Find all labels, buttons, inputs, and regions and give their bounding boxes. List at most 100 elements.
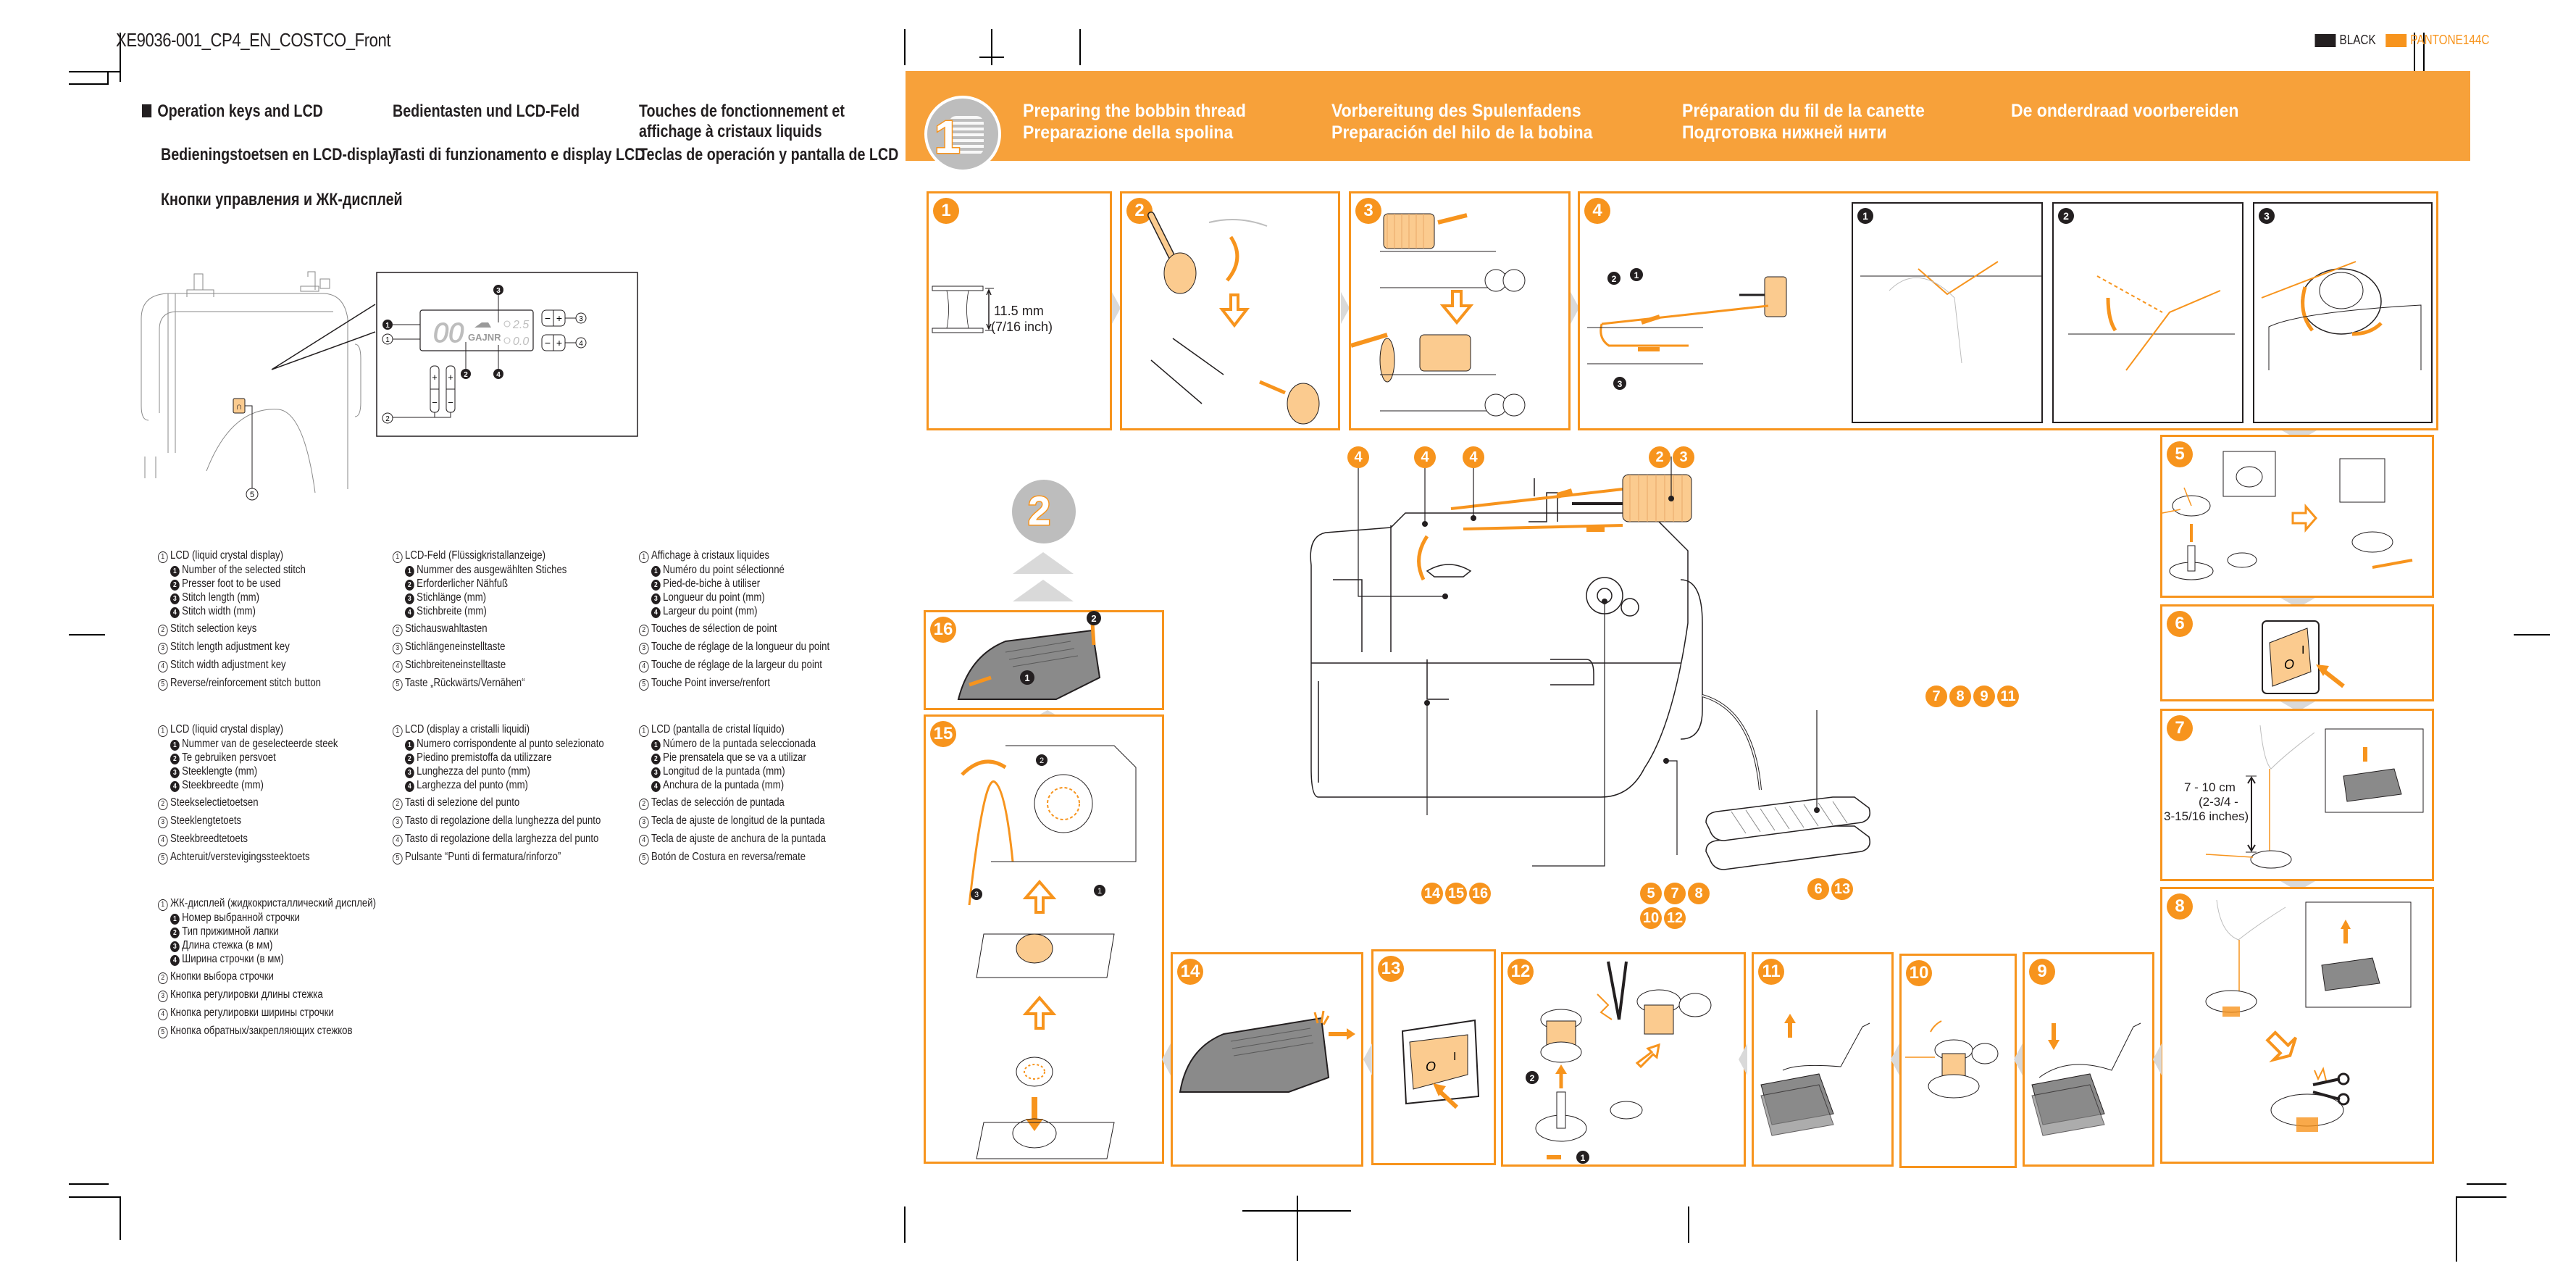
legend-text: Achteruit/verstevigingssteektoets	[170, 851, 310, 863]
heading-nl: Bedieningstoetsen en LCD-display	[161, 145, 396, 164]
circled-number-icon: 5	[158, 853, 168, 864]
circled-number-icon: 2	[158, 625, 168, 636]
crop-mark	[69, 83, 109, 85]
legend-text: Stichlänge (mm)	[417, 591, 487, 604]
dark-number-icon: 1	[651, 740, 661, 751]
legend-text: Teclas de selección de puntada	[651, 796, 785, 809]
step-2-badge: 2	[1126, 198, 1153, 224]
dark-number-icon: 3	[170, 941, 180, 952]
legend-text: Steekselectietoetsen	[170, 796, 259, 809]
hold-thread-press-pedal-illustration	[2205, 725, 2424, 869]
legend-text: Botón de Costura en reversa/remate	[651, 851, 806, 863]
svg-text:2: 2	[1530, 1073, 1535, 1083]
chapter-title-ru: Подготовка нижней нити	[1682, 122, 1887, 143]
svg-text:2: 2	[1091, 613, 1096, 624]
legend-text: Steekbreedte (mm)	[182, 779, 264, 791]
circled-number-icon: 5	[158, 679, 168, 691]
circled-number-icon: 1	[639, 551, 649, 563]
legend-text: Nummer des ausgewählten Stiches	[417, 564, 567, 576]
circled-number-icon: 1	[158, 725, 168, 737]
step-3-panel: 3	[1349, 191, 1571, 430]
legend-text: Steeklengtetoets	[170, 814, 242, 827]
circled-number-icon: 4	[639, 661, 649, 672]
circled-number-icon: 3	[393, 817, 403, 828]
chapter-1-bobbin-icon: 1	[924, 96, 1001, 172]
next-arrow-icon	[1341, 292, 1350, 324]
up-arrow-icon	[1013, 552, 1074, 574]
circled-number-icon: 5	[393, 853, 403, 864]
callout-thread-guide-c: 4	[1463, 446, 1484, 468]
lcd-stitch-number: 00	[433, 318, 464, 349]
legend-text: Tasto di regolazione della larghezza del…	[405, 833, 599, 845]
legend-text: Stichbreite (mm)	[417, 605, 487, 617]
legend-text: Stichauswahltasten	[405, 622, 488, 635]
step-4-panel: 4 2 1 3 1 2 3	[1578, 191, 2438, 430]
remove-spool-cap-illustration	[1147, 212, 1320, 425]
place-bobbin-on-winder-illustration	[2162, 451, 2413, 580]
circled-number-icon: 1	[393, 725, 403, 737]
step-16-panel: 16 2 1	[924, 610, 1164, 710]
pantone-swatch	[2385, 33, 2406, 47]
circled-number-icon: 4	[639, 835, 649, 846]
stitch-width-key[interactable]: − +	[541, 334, 566, 351]
legend-text: Touche de réglage de la largeur du point	[651, 659, 822, 671]
step-8-badge: 8	[2167, 893, 2193, 920]
legend-text: ЖК-дисплей (жидкокристаллический дисплей…	[170, 897, 376, 909]
step-12-panel: 12 2 1	[1501, 952, 1746, 1167]
stitch-selection-key-right[interactable]: + −	[446, 365, 456, 413]
step-14-panel: 14	[1171, 952, 1363, 1167]
dark-number-icon: 3	[405, 767, 414, 778]
prev-arrow-icon	[2153, 1043, 2162, 1075]
black-label: BLACK	[2339, 33, 2376, 47]
dark-number-icon: 2	[405, 754, 414, 764]
step-7-panel: 7 7 - 10 cm (2-3/4 - 3-15/16 inches)	[2160, 709, 2434, 881]
dark-number-icon: 1	[170, 566, 180, 577]
crop-mark	[979, 57, 1004, 58]
dark-number-icon: 4	[405, 781, 414, 792]
lcd-zoom-box	[376, 272, 638, 437]
circled-number-icon: 2	[639, 625, 649, 636]
legend-text: Largeur du point (mm)	[663, 605, 758, 617]
callout-1: 1	[385, 336, 390, 344]
chapter-title-de: Vorbereitung des Spulenfadens	[1331, 101, 1581, 121]
dark-number-icon: 2	[405, 580, 414, 591]
stitch-selection-key-left[interactable]: + −	[430, 365, 440, 413]
legend-text: Steekbreedtetoets	[170, 833, 248, 845]
legend-text: Presser foot to be used	[182, 578, 281, 590]
legend-text: Numéro du point sélectionné	[663, 564, 785, 576]
circled-number-icon: 5	[639, 679, 649, 691]
dark-number-icon: 1	[651, 566, 661, 577]
step-1-badge: 1	[933, 198, 959, 224]
chapter-header-band: Preparing the bobbin thread Preparazione…	[906, 71, 2470, 161]
dark-number-icon: 4	[170, 607, 180, 618]
legend-text: Numero corrispondente al punto seleziona…	[417, 738, 604, 750]
bobbin-dimension-illustration	[932, 286, 994, 333]
stitch-length-key[interactable]: − +	[541, 309, 566, 327]
section-square-icon	[142, 104, 152, 117]
bobbin-winding-illustration	[1905, 1020, 1999, 1099]
circled-number-icon: 5	[393, 679, 403, 691]
